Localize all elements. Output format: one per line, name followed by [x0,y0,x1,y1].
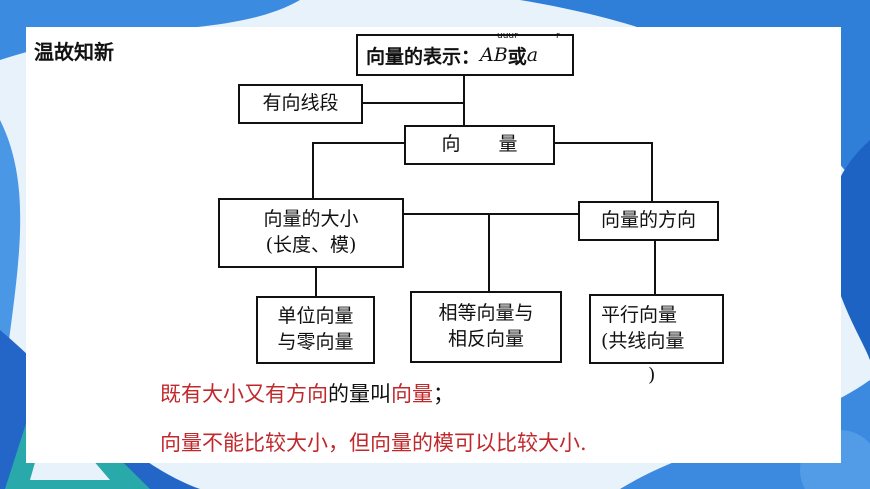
direction-label: 向量的方向 [600,209,696,232]
parallel-closing-paren: ) [648,364,656,386]
connector-top-vertical [463,74,465,127]
vector-a-symbol: a [526,44,539,66]
definition-part-called: 的量叫 [328,382,391,406]
unit-zero-box: 单位向量 与零向量 [256,296,375,364]
arrow-mark-ab: uuur [497,31,518,41]
definition-part-magnitude-direction: 既有大小又有方向 [160,382,328,406]
connector-right-down [651,142,653,202]
definition-part-vector: 向量 [391,382,433,406]
section-title: 温故知新 [34,40,114,64]
representation-or: 或 [507,45,527,68]
representation-box: 向量的表示： AB 或 a [356,34,574,76]
equal-opposite-label-line1: 相等向量与 [438,302,534,325]
magnitude-label-line1: 向量的大小 [263,208,359,231]
definition-statement: 既有大小又有方向的量叫向量； [160,378,454,408]
vector-ab-symbol: AB [480,44,508,66]
parallel-label-line2: (共线向量 [601,330,685,352]
definition-part-semicolon: ； [433,382,454,406]
comparison-statement: 向量不能比较大小，但向量的模可以比较大小. [160,431,587,455]
connector-parallel-vertical [654,240,656,295]
connector-segment-horizontal [362,102,464,104]
parallel-box: 平行向量 (共线向量 [589,294,724,364]
parallel-label-line1: 平行向量 [601,304,678,327]
equal-opposite-box: 相等向量与 相反向量 [410,291,562,363]
arrow-mark-a: r [556,31,560,41]
equal-opposite-label-line2: 相反向量 [447,328,524,350]
connector-equal-vertical [488,213,490,292]
unit-zero-label-line2: 与零向量 [277,331,354,353]
directed-segment-label: 有向线段 [262,92,339,115]
connector-unit-vertical [315,267,317,297]
direction-box: 向量的方向 [578,201,719,241]
connector-middle-horizontal [402,213,578,215]
magnitude-label-line2: (长度、模) [265,234,357,256]
directed-segment-box: 有向线段 [238,84,363,124]
vector-label: 向 量 [441,133,518,156]
connector-left-down [312,142,314,199]
unit-zero-label-line1: 单位向量 [277,305,354,328]
magnitude-box: 向量的大小 (长度、模) [218,198,404,268]
representation-label: 向量的表示： [366,45,481,68]
content-panel [26,27,841,463]
vector-box: 向 量 [404,125,555,165]
